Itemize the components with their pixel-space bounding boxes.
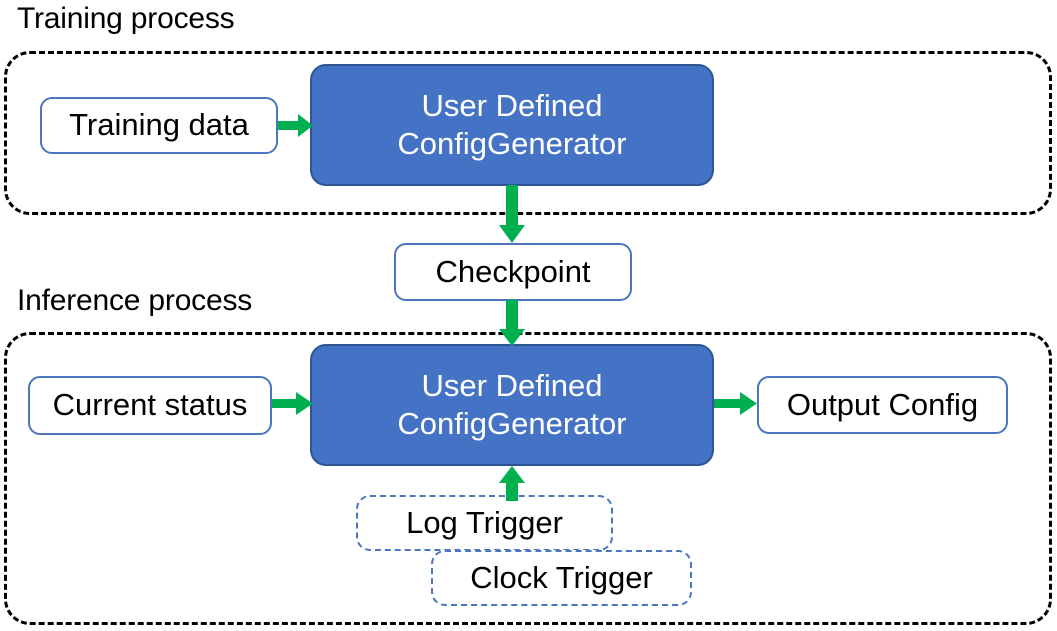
arrow-checkpoint-to-generator-icon	[497, 300, 527, 348]
node-checkpoint-label: Checkpoint	[435, 253, 591, 289]
node-current-status-label: Current status	[52, 387, 248, 423]
arrow-current-status-to-generator-icon	[272, 390, 314, 418]
training-process-container	[4, 51, 1052, 215]
arrow-trigger-to-generator-icon	[497, 466, 527, 502]
node-log-trigger-label: Log Trigger	[406, 504, 563, 540]
node-output-config-label: Output Config	[786, 386, 979, 422]
arrow-generator-to-checkpoint-icon	[497, 185, 527, 245]
node-training-data[interactable]: Training data	[40, 97, 278, 154]
arrow-training-data-to-generator-icon	[278, 112, 314, 140]
node-output-config[interactable]: Output Config	[757, 376, 1008, 434]
generator-training-label-line1: User Defined	[421, 88, 603, 124]
generator-training-label-line2: ConfigGenerator	[397, 126, 627, 161]
node-user-defined-configgenerator-inference[interactable]: User Defined ConfigGenerator	[310, 344, 714, 466]
node-log-trigger[interactable]: Log Trigger	[356, 495, 613, 551]
generator-inference-label-line2: ConfigGenerator	[397, 406, 627, 441]
node-current-status[interactable]: Current status	[28, 376, 272, 435]
generator-inference-label-line1: User Defined	[421, 368, 603, 404]
inference-process-container	[4, 332, 1052, 625]
inference-process-title: Inference process	[17, 284, 253, 317]
node-clock-trigger-label: Clock Trigger	[470, 559, 653, 595]
node-user-defined-configgenerator-training[interactable]: User Defined ConfigGenerator	[310, 64, 714, 186]
node-checkpoint[interactable]: Checkpoint	[394, 243, 632, 301]
arrow-generator-to-output-icon	[714, 390, 758, 418]
training-process-title: Training process	[17, 2, 235, 35]
node-training-data-label: Training data	[69, 107, 249, 143]
node-clock-trigger[interactable]: Clock Trigger	[431, 550, 692, 606]
